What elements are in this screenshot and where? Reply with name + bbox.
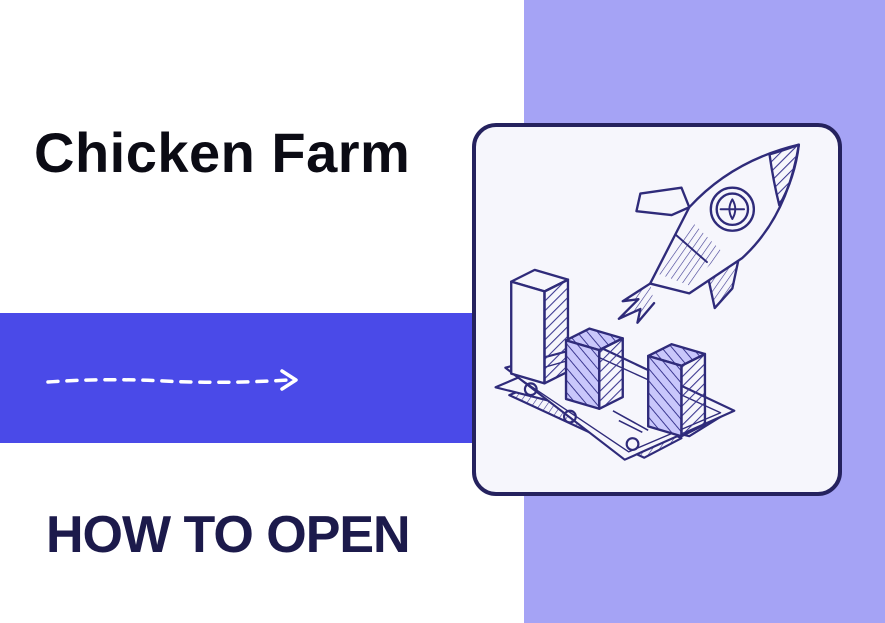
rocket-icon: [617, 143, 801, 324]
page-subtitle: HOW TO OPEN: [46, 506, 411, 564]
bar-chart-icon: [510, 268, 707, 438]
page-title: Chicken Farm: [34, 121, 411, 184]
illustration: [494, 143, 801, 461]
dashed-arrow-icon: [46, 369, 298, 391]
accent-band: [0, 313, 480, 443]
illustration-card: [472, 123, 842, 496]
